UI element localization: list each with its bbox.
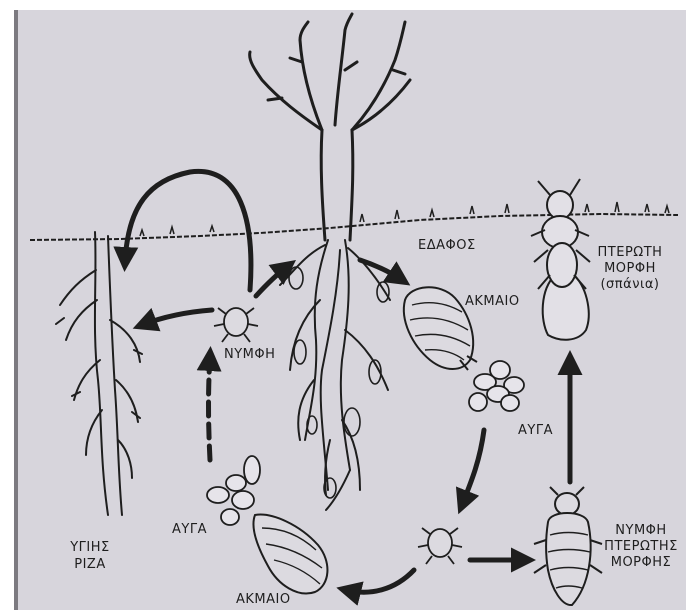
root-nodosities: [289, 267, 389, 498]
arrow-to-adult-bottom: [346, 570, 414, 592]
soil-label: ΕΔΑΦΟΣ: [418, 238, 476, 253]
nymph-left-label: ΝΥΜΦΗ: [224, 347, 275, 362]
arrow-eggs-to-nymph: [209, 356, 211, 460]
eggs-left-label: ΑΥΓΑ: [172, 522, 207, 537]
healthy-root: [56, 232, 142, 515]
winged-form-label-line2: ΜΟΡΦΗ: [585, 261, 675, 276]
arrow-big-loop: [125, 171, 251, 290]
winged-form-icon: [531, 179, 590, 340]
adult-bottom-label: ΑΚΜΑΙΟ: [236, 592, 291, 607]
winged-form-label-line1: ΠΤΕΡΩΤΗ: [585, 245, 675, 260]
nymph-left-icon: [214, 308, 258, 342]
healthy-root-label-line1: ΥΓΙΗΣ: [55, 540, 125, 555]
nymph-winged-label-line1: ΝΥΜΦΗ: [600, 523, 682, 538]
nymph-winged-label-line3: ΜΟΡΦΗΣ: [600, 555, 682, 570]
eggs-right-label: ΑΥΓΑ: [518, 423, 553, 438]
nymph-winged-form-icon: [534, 487, 602, 605]
vine-trunk: [250, 14, 410, 240]
nymph-bottom-icon: [418, 528, 462, 564]
vine-roots: [280, 240, 390, 510]
adult-bottom-icon: [253, 515, 327, 594]
healthy-root-label-line2: ΡΙΖΑ: [55, 557, 125, 572]
arrow-to-healthy-root: [142, 310, 212, 325]
arrow-eggs-down: [462, 430, 484, 505]
winged-form-label-line3: (σπάνια): [585, 277, 675, 292]
arrow-vine-to-adult: [360, 260, 402, 280]
nymph-winged-label-line2: ΠΤΕΡΩΤΗΣ: [600, 539, 682, 554]
eggs-left-icon: [207, 456, 260, 525]
eggs-right-icon: [469, 361, 524, 411]
adult-top-label: ΑΚΜΑΙΟ: [465, 294, 520, 309]
